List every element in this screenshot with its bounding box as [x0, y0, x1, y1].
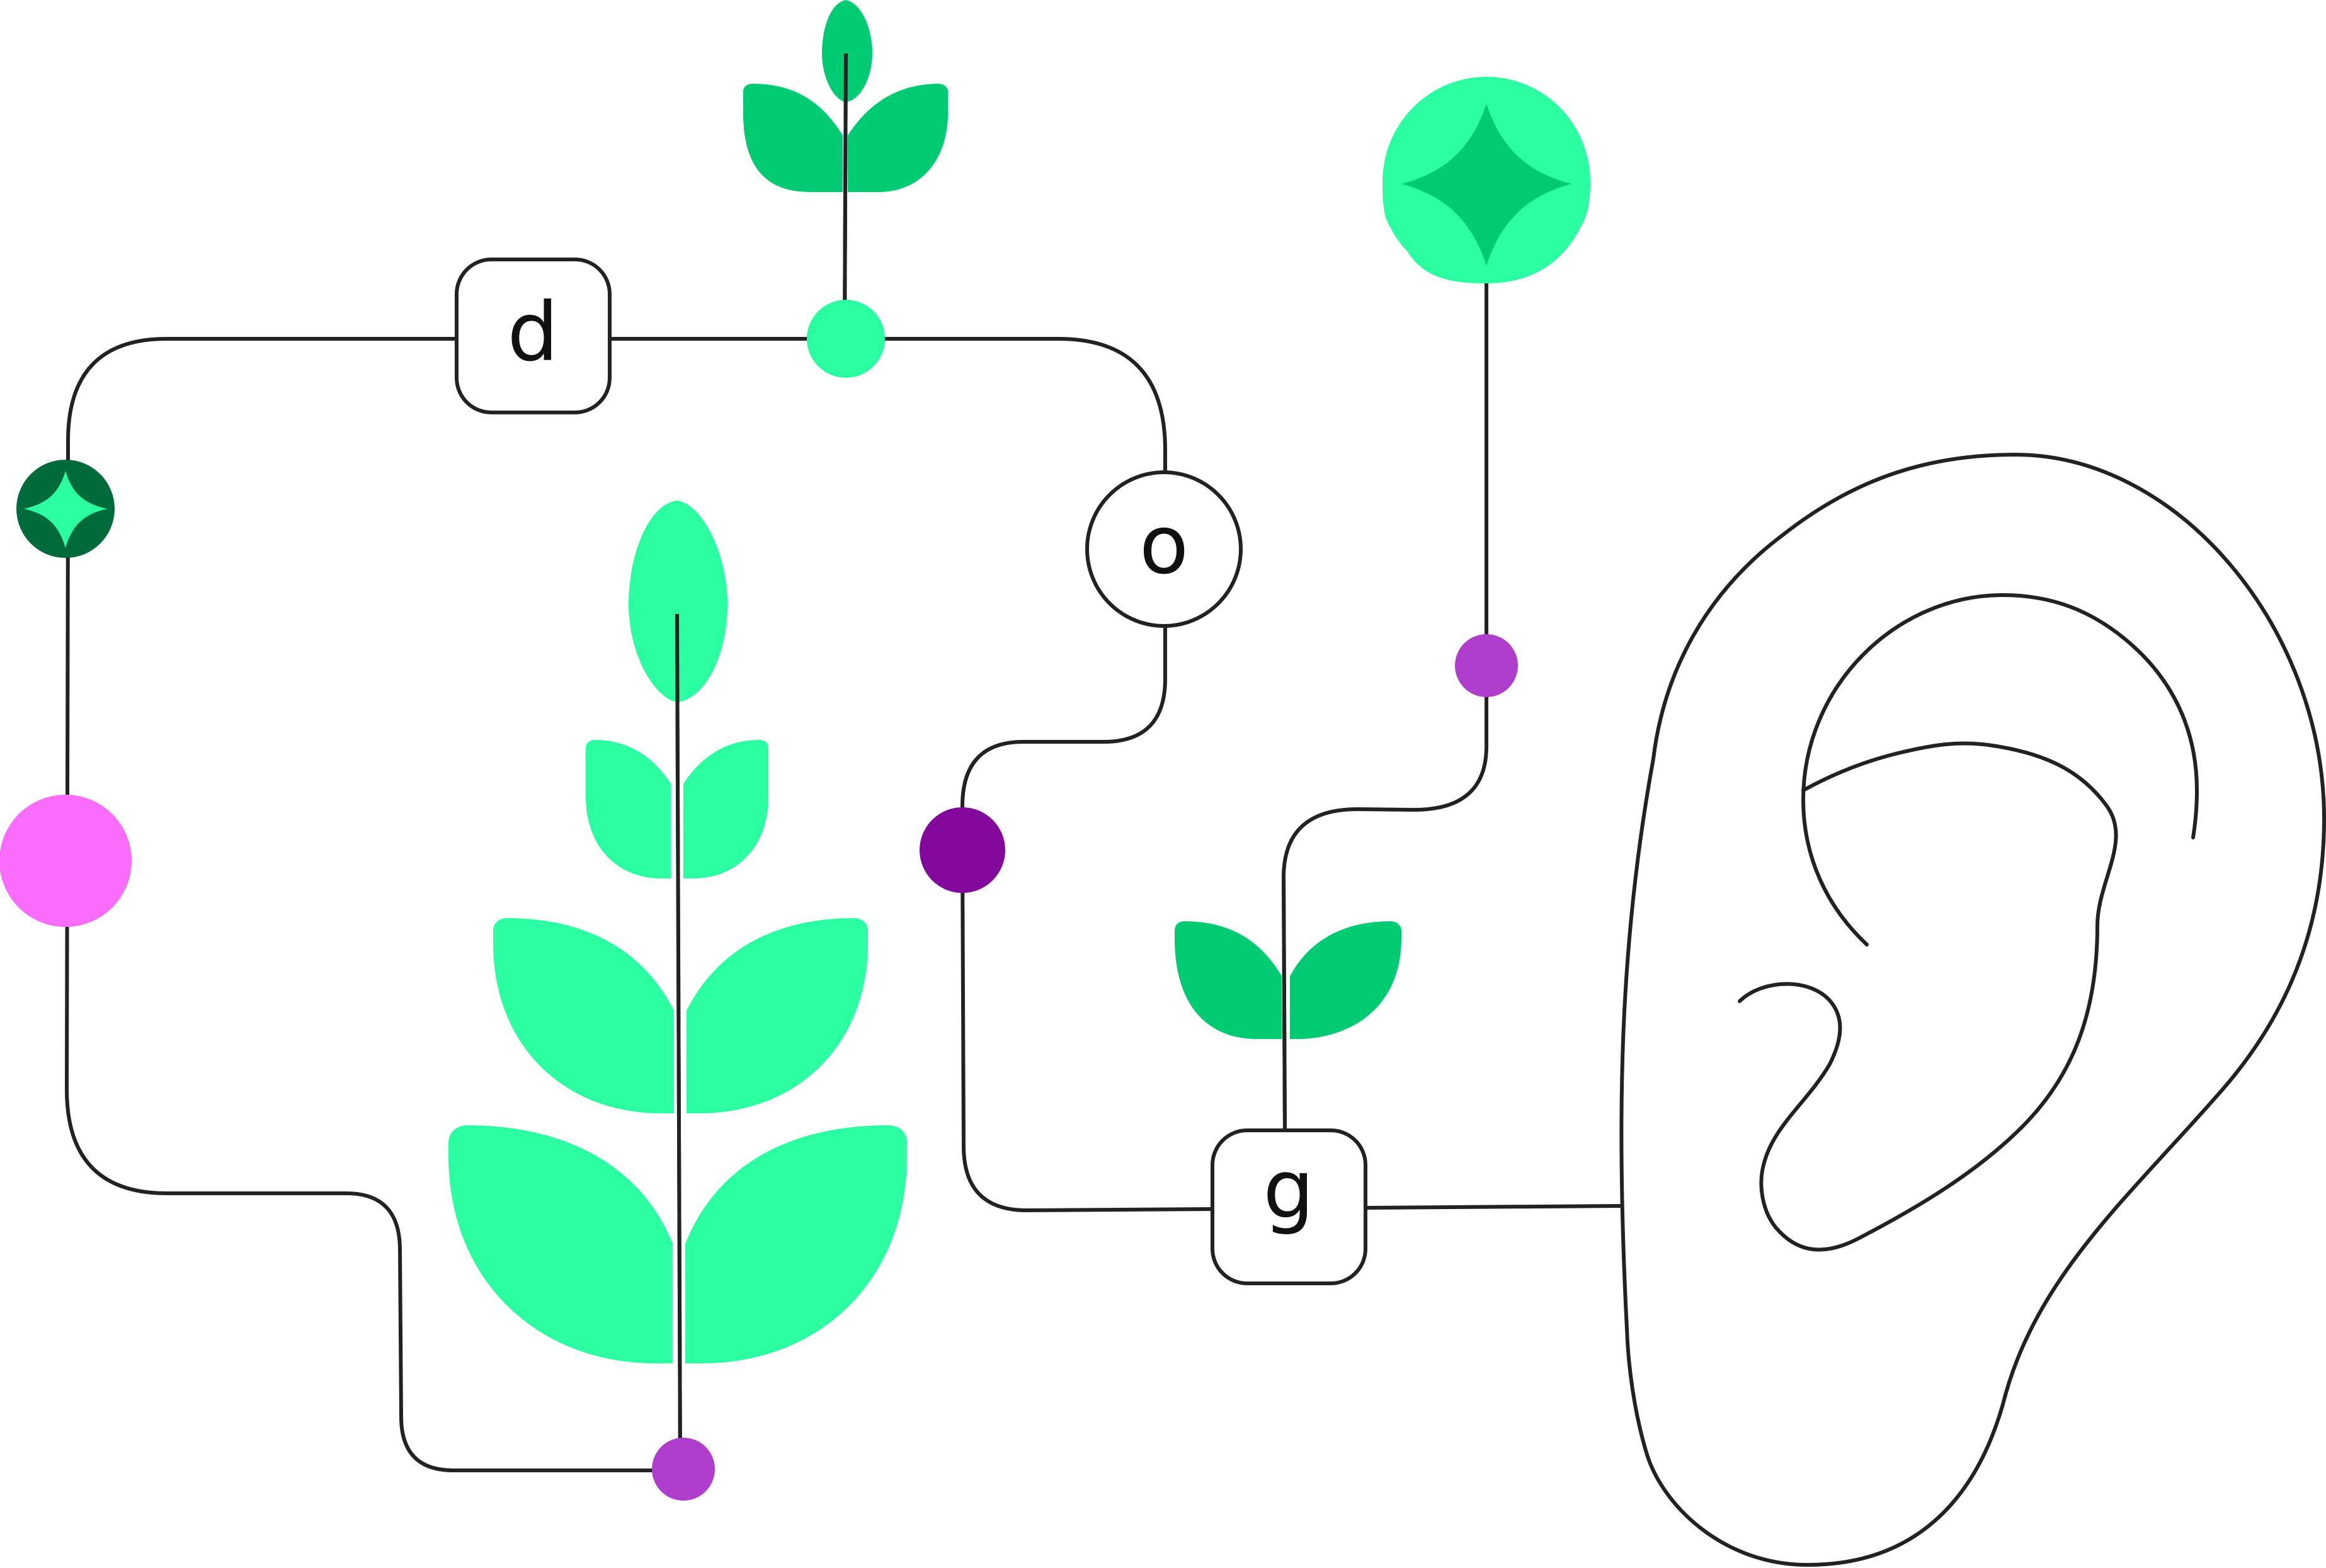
- line-d-to-left-loop: [64, 337, 685, 1472]
- line-d-to-o: [608, 337, 1167, 474]
- sparkle-badge-small-icon: [16, 460, 115, 558]
- line-g-to-ear: [1364, 1204, 1624, 1210]
- ear-icon: [1619, 453, 2326, 1567]
- line-purple-to-g: [961, 848, 1214, 1213]
- small-sprout-icon: [1175, 921, 1401, 1039]
- junction-dot-top: [807, 300, 885, 378]
- ear-outer-contour: [1619, 453, 2326, 1567]
- sprout-top-stem-front: [843, 53, 848, 341]
- tall-plant-stem-front: [675, 613, 682, 1471]
- node-d: d: [455, 258, 612, 414]
- dark-purple-dot: [920, 807, 1005, 893]
- line-sparkle-to-g: [1281, 278, 1488, 1132]
- purple-dot-right: [1455, 634, 1518, 697]
- node-o-label: o: [1139, 499, 1189, 593]
- node-d-label: d: [507, 286, 558, 380]
- purple-dot-bottom: [652, 1438, 715, 1501]
- connector-lines: [64, 52, 1624, 1472]
- tall-plant-icon: [448, 501, 907, 1363]
- node-o: o: [1085, 470, 1243, 628]
- line-o-to-purple: [961, 625, 1167, 852]
- ear-antihelix: [1738, 741, 2118, 1252]
- sprout-top-icon: [743, 0, 948, 192]
- ear-helix-inner: [1801, 593, 2199, 946]
- sparkle-badge-large-icon: [1382, 77, 1590, 283]
- small-sprout-stem-front: [1282, 875, 1287, 1131]
- node-g: g: [1211, 1128, 1367, 1285]
- pink-dot: [0, 795, 132, 927]
- node-g-label: g: [1263, 1144, 1314, 1237]
